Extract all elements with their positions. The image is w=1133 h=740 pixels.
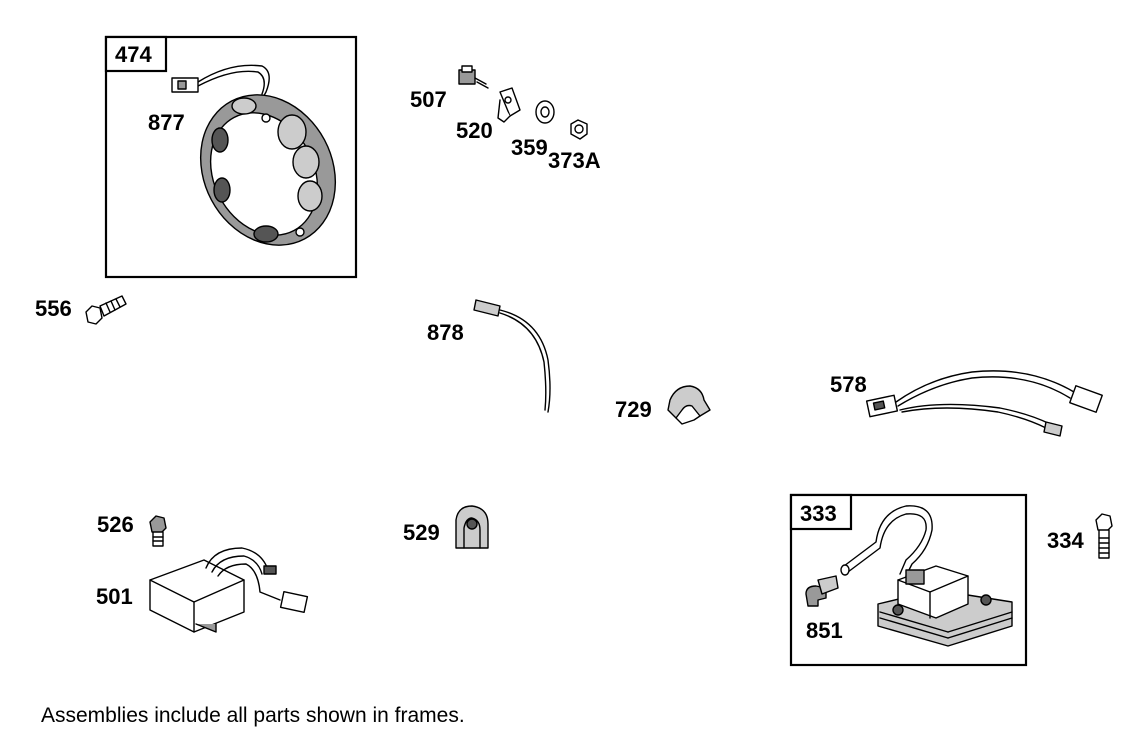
label-373a: 373A (548, 148, 601, 173)
label-359: 359 (511, 135, 548, 160)
bolt-526-drawing (149, 515, 167, 547)
label-526: 526 (97, 512, 134, 537)
lock-washer-drawing (535, 100, 555, 124)
wire-harness-drawing (865, 370, 1103, 437)
terminal-screw-drawing (458, 65, 489, 89)
clip-729-drawing (667, 385, 711, 425)
hex-nut-drawing (570, 119, 588, 140)
frame-333-label: 333 (800, 501, 837, 526)
label-520: 520 (456, 118, 493, 143)
label-507: 507 (410, 87, 447, 112)
label-334: 334 (1047, 528, 1084, 553)
ground-wire-drawing (473, 299, 551, 413)
bolt-334-drawing (1095, 513, 1113, 559)
grommet-529-drawing (455, 505, 489, 549)
stator-drawing (171, 64, 337, 246)
footnote: Assemblies include all parts shown in fr… (41, 704, 465, 727)
label-851: 851 (806, 618, 843, 643)
frame-333: 333 (789, 493, 1028, 667)
label-556: 556 (35, 296, 72, 321)
label-878: 878 (427, 320, 464, 345)
frame-474-label: 474 (115, 42, 152, 67)
frame-474: 474 (104, 35, 358, 279)
regulator-drawing (149, 547, 309, 633)
bracket-drawing (497, 87, 521, 123)
label-729: 729 (615, 397, 652, 422)
label-578: 578 (830, 372, 867, 397)
label-501: 501 (96, 584, 133, 609)
armature-drawing (840, 505, 1013, 647)
bolt-556-drawing (85, 295, 127, 325)
label-877: 877 (148, 110, 185, 135)
spark-plug-boot-drawing (805, 575, 839, 607)
label-529: 529 (403, 520, 440, 545)
